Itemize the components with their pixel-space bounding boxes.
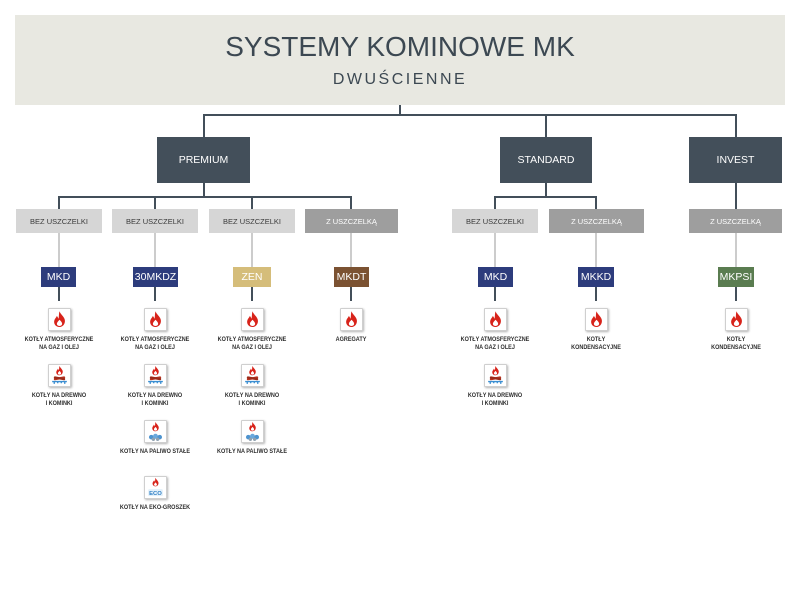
seal-type-box: Z USZCZELKĄ [305, 209, 398, 233]
label-line: KOTŁY ATMOSFERYCZNE [120, 336, 190, 343]
flame-grate-icon [483, 364, 507, 387]
application-item: KOTŁY ATMOSFERYCZNE NA GAZ I OLEJ [440, 308, 550, 352]
label-line: KOTŁY [726, 336, 746, 343]
label-line: KOTŁY ATMOSFERYCZNE [24, 336, 94, 343]
label-line: NA GAZ I OLEJ [135, 344, 175, 351]
label-line: KONDENSACYJNE [571, 344, 621, 351]
category-invest: INVEST [689, 137, 782, 183]
application-label: KOTŁY ATMOSFERYCZNE NA GAZ I OLEJ [448, 336, 543, 352]
category-standard: STANDARD [500, 137, 592, 183]
application-label: KOTŁY KONDENSACYJNE [689, 336, 784, 352]
flame-icon [339, 308, 363, 331]
application-label: KOTŁY ATMOSFERYCZNE NA GAZ I OLEJ [205, 336, 300, 352]
application-item: KOTŁY ATMOSFERYCZNE NA GAZ I OLEJ [4, 308, 114, 352]
eco-label: ECO [149, 491, 162, 497]
application-item: AGREGATY [296, 308, 406, 344]
application-item: KOTŁY NA DREWNO I KOMINKI [4, 364, 114, 408]
application-label: KOTŁY ATMOSFERYCZNE NA GAZ I OLEJ [12, 336, 107, 352]
application-label: KOTŁY NA PALIWO STAŁE [205, 448, 300, 456]
application-item: KOTŁY ATMOSFERYCZNE NA GAZ I OLEJ [100, 308, 210, 352]
label-line: NA GAZ I OLEJ [39, 344, 79, 351]
flame-icon [724, 308, 748, 331]
application-label: KOTŁY NA DREWNO I KOMINKI [108, 392, 203, 408]
label-line: AGREGATY [335, 336, 367, 343]
flame-icon [240, 308, 264, 331]
application-label: KOTŁY ATMOSFERYCZNE NA GAZ I OLEJ [108, 336, 203, 352]
label-line: I KOMINKI [481, 400, 509, 407]
flame-icon [143, 308, 167, 331]
application-item: KOTŁY KONDENSACYJNE [541, 308, 651, 352]
label-line: KOTŁY NA EKO-GROSZEK [119, 504, 191, 511]
product-badge-mkpsi: MKPSI [718, 267, 754, 287]
label-line: I KOMINKI [45, 400, 73, 407]
seal-type-box: BEZ USZCZELKI [16, 209, 102, 233]
product-badge-mkd: MKD [41, 267, 76, 287]
seal-type-box: Z USZCZELKĄ [689, 209, 782, 233]
label-line: KOTŁY NA PALIWO STAŁE [216, 448, 288, 455]
label-line: KOTŁY ATMOSFERYCZNE [460, 336, 530, 343]
label-line: NA GAZ I OLEJ [475, 344, 515, 351]
eco-flame-icon: ECO [143, 476, 167, 499]
label-line: KOTŁY NA DREWNO [467, 392, 523, 399]
application-item: KOTŁY NA DREWNO I KOMINKI [100, 364, 210, 408]
application-label: KOTŁY NA EKO-GROSZEK [108, 504, 203, 512]
application-label: KOTŁY NA DREWNO I KOMINKI [12, 392, 107, 408]
flame-grate-icon [240, 364, 264, 387]
flame-grate-icon [143, 364, 167, 387]
application-label: KOTŁY NA DREWNO I KOMINKI [448, 392, 543, 408]
application-label: KOTŁY NA PALIWO STAŁE [108, 448, 203, 456]
flame-icon [483, 308, 507, 331]
seal-type-box: BEZ USZCZELKI [452, 209, 538, 233]
seal-type-box: BEZ USZCZELKI [112, 209, 198, 233]
application-item: KOTŁY NA DREWNO I KOMINKI [440, 364, 550, 408]
application-item: KOTŁY KONDENSACYJNE [681, 308, 791, 352]
flame-coal-icon [240, 420, 264, 443]
category-premium: PREMIUM [157, 137, 250, 183]
label-line: KOTŁY [586, 336, 606, 343]
flame-icon [584, 308, 608, 331]
label-line: I KOMINKI [238, 400, 266, 407]
label-line: KOTŁY NA DREWNO [224, 392, 280, 399]
label-line: KONDENSACYJNE [711, 344, 761, 351]
flame-grate-icon [47, 364, 71, 387]
label-line: KOTŁY NA DREWNO [31, 392, 87, 399]
application-item: ECO KOTŁY NA EKO-GROSZEK [100, 476, 210, 512]
label-line: KOTŁY NA PALIWO STAŁE [119, 448, 191, 455]
label-line: KOTŁY ATMOSFERYCZNE [217, 336, 287, 343]
label-line: I KOMINKI [141, 400, 169, 407]
product-badge-mkkd: MKKD [578, 267, 614, 287]
application-item: KOTŁY NA PALIWO STAŁE [197, 420, 307, 456]
product-badge-mkd: MKD [478, 267, 513, 287]
flame-icon [47, 308, 71, 331]
page-subtitle: DWUŚCIENNE [332, 71, 468, 88]
application-item: KOTŁY ATMOSFERYCZNE NA GAZ I OLEJ [197, 308, 307, 352]
application-label: AGREGATY [304, 336, 399, 344]
page-title: SYSTEMY KOMINOWE MK [225, 31, 575, 62]
seal-type-box: BEZ USZCZELKI [209, 209, 295, 233]
application-item: KOTŁY NA DREWNO I KOMINKI [197, 364, 307, 408]
label-line: NA GAZ I OLEJ [232, 344, 272, 351]
application-item: KOTŁY NA PALIWO STAŁE [100, 420, 210, 456]
flame-coal-icon [143, 420, 167, 443]
application-label: KOTŁY KONDENSACYJNE [549, 336, 644, 352]
label-line: KOTŁY NA DREWNO [127, 392, 183, 399]
product-badge-mkdt: MKDT [334, 267, 369, 287]
diagram-header: SYSTEMY KOMINOWE MK DWUŚCIENNE [15, 15, 785, 105]
application-label: KOTŁY NA DREWNO I KOMINKI [205, 392, 300, 408]
product-badge-zen: ZEN [233, 267, 271, 287]
product-badge-30mkdz: 30MKDZ [133, 267, 178, 287]
seal-type-box: Z USZCZELKĄ [549, 209, 644, 233]
